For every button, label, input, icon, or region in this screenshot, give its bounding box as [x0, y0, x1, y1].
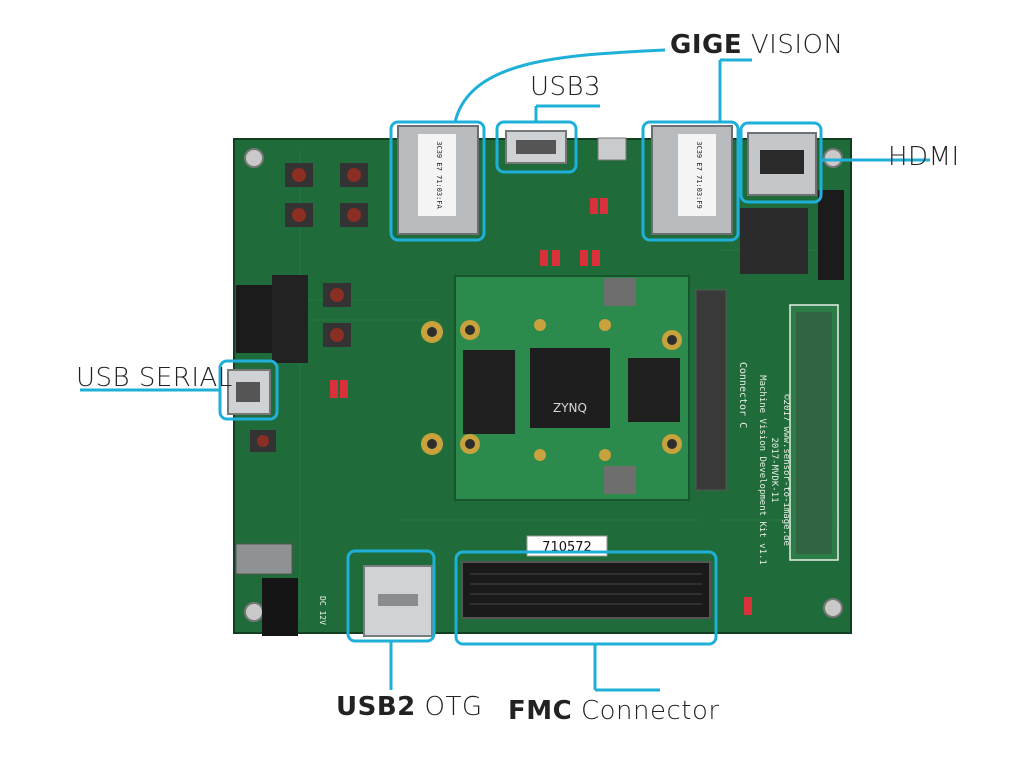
fmc-label-strong: FMC [508, 696, 573, 726]
connector-c-label: Connector C [737, 362, 748, 428]
svg-text:3C39 E7 71:03:F9: 3C39 E7 71:03:F9 [695, 141, 703, 208]
callout-lines [80, 48, 930, 692]
svg-text:3C39 E7 71:03:FA: 3C39 E7 71:03:FA [435, 141, 443, 209]
fmc-pins [470, 573, 702, 605]
connector-c [695, 289, 727, 491]
power-switch [235, 543, 293, 575]
gige-label-rest: VISION [742, 30, 844, 60]
dc-jack [262, 578, 298, 636]
header-j19 [236, 285, 274, 353]
header-j9 [789, 304, 839, 561]
highlight-gige-right [641, 120, 740, 242]
highlight-gige-left [389, 120, 486, 242]
jumpers [330, 198, 752, 615]
usb2-label-strong: USB2 [336, 692, 416, 722]
gige-vision-label: GIGE VISION [670, 30, 843, 60]
highlight-hdmi [739, 121, 823, 204]
gige-label-strong: GIGE [670, 30, 743, 60]
j9-pads [796, 312, 832, 554]
header-j8 [818, 190, 844, 280]
usb3-label: USB3 [530, 72, 602, 102]
micro-usb-connector [597, 137, 627, 161]
zynq-chip-label: ZYNQ [553, 401, 587, 415]
highlight-fmc [454, 550, 718, 646]
fmc-label-rest: Connector [572, 696, 720, 726]
push-buttons [250, 163, 368, 452]
fmc-connector [461, 561, 711, 619]
fmc-connector-label: FMC Connector [508, 696, 720, 726]
hdmi-chip [740, 208, 808, 274]
silk-model: 2017-MVDK-11 [769, 437, 779, 502]
usb2-label-rest: OTG [415, 692, 483, 722]
silk-copyright: ©2017 www.sensor-to-image.de [781, 394, 791, 546]
som-module: ZYNQ [454, 275, 690, 501]
silk-title: Machine Vision Development Kit v1.1 [757, 375, 767, 565]
hdmi-label: HDMI [888, 142, 960, 172]
mounting-holes [244, 148, 843, 622]
usb-serial-label: USB SERIAL [76, 363, 233, 393]
ethernet-jack-left: 3C39 E7 71:03:FA [397, 125, 479, 235]
usb2-otg-label: USB2 OTG [336, 692, 483, 722]
dc-label: DC 12V [318, 596, 327, 625]
header-j20 [272, 275, 308, 363]
ethernet-jack-right: 3C39 E7 71:03:F9 [651, 125, 733, 235]
hdmi-connector [747, 132, 817, 196]
